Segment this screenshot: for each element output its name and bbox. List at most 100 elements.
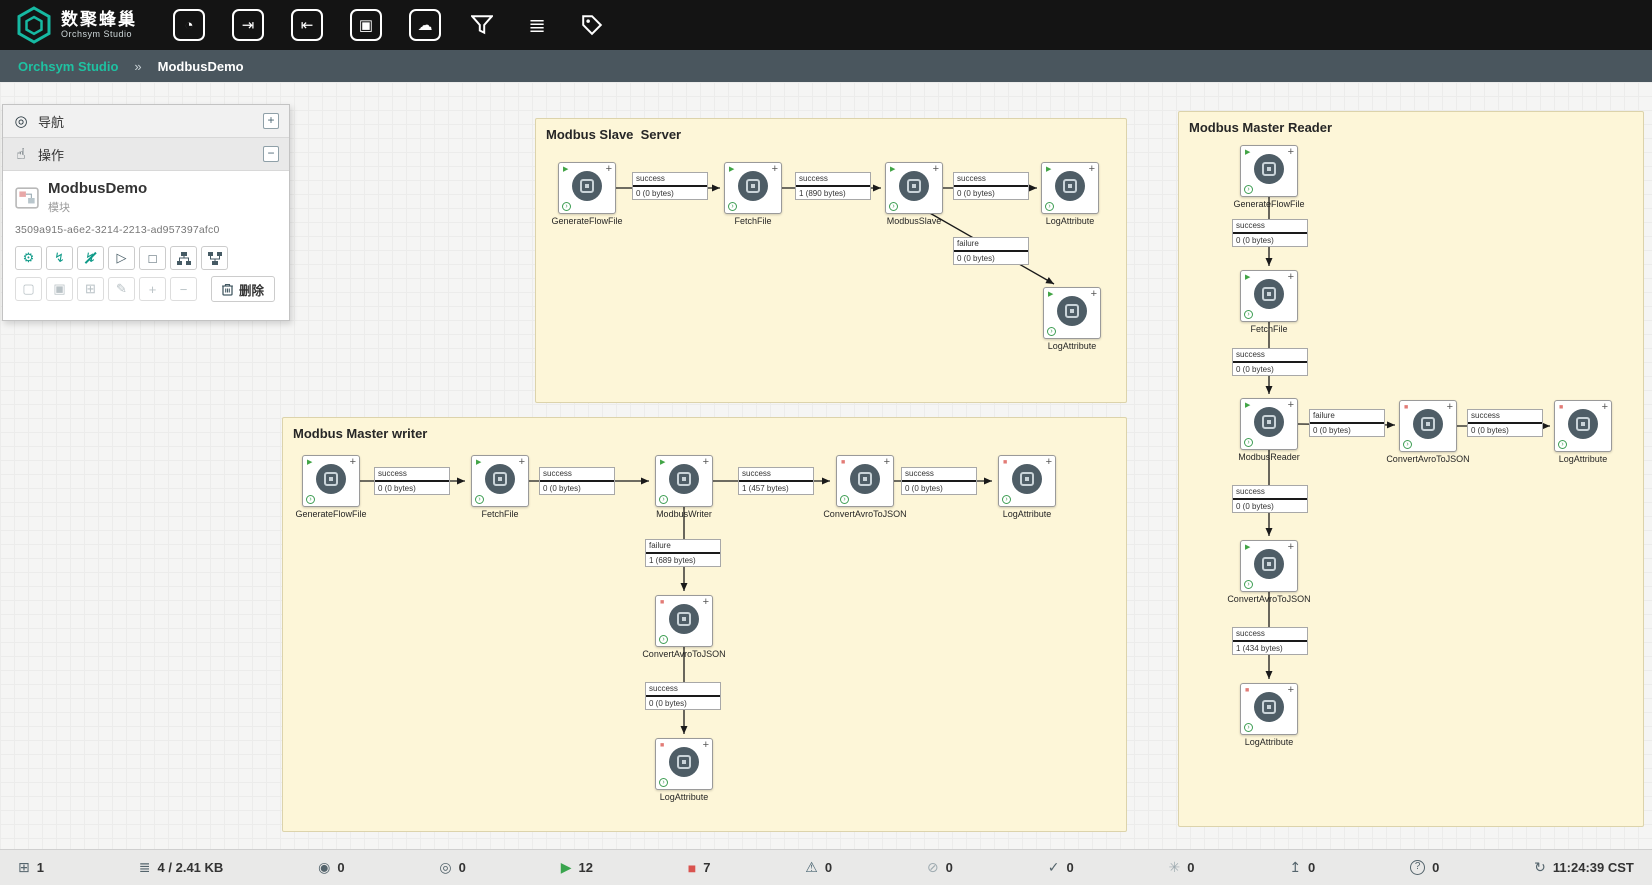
cloud-icon[interactable]: ☁	[409, 9, 441, 41]
disable-button[interactable]: ↯	[77, 246, 104, 270]
processor[interactable]: LogAttribute	[1538, 400, 1628, 464]
in-port-badge-icon	[840, 495, 849, 504]
connection-label[interactable]: failure 0 (0 bytes)	[1309, 409, 1385, 437]
queue-count: 0 (0 bytes)	[957, 254, 995, 263]
connection-label[interactable]: success 1 (890 bytes)	[795, 172, 871, 200]
processor-name: LogAttribute	[1244, 737, 1294, 747]
remove-button[interactable]: −	[170, 277, 197, 301]
connection-label[interactable]: success 1 (457 bytes)	[738, 467, 814, 495]
run-button[interactable]: ▷	[108, 246, 135, 270]
unschedule-button[interactable]	[201, 246, 228, 270]
processor-icon	[1568, 409, 1598, 439]
run-state-icon	[307, 459, 312, 466]
connection-label[interactable]: success 1 (434 bytes)	[1232, 627, 1308, 655]
gear-icon: ⚙	[22, 250, 35, 265]
up-arrow-icon: ↥	[1289, 859, 1302, 875]
relationship-name: success	[646, 683, 720, 697]
process-group-slave-server[interactable]: Modbus Slave Server	[535, 118, 1127, 403]
processor[interactable]: LogAttribute	[639, 738, 729, 802]
connection-label[interactable]: success 0 (0 bytes)	[1467, 409, 1543, 437]
processor[interactable]: GenerateFlowFile	[542, 162, 632, 226]
enable-button[interactable]: ↯	[46, 246, 73, 270]
in-port-badge-icon	[306, 495, 315, 504]
operate-section-header[interactable]: ☝ 操作 −	[3, 138, 289, 171]
schedule-button[interactable]	[170, 246, 197, 270]
processor-name: LogAttribute	[1558, 454, 1608, 464]
expand-icon[interactable]: +	[263, 113, 279, 129]
stat-running: ▶ 12	[561, 859, 593, 876]
processor-icon	[1254, 154, 1284, 184]
processor[interactable]: FetchFile	[708, 162, 798, 226]
module-name: ModbusDemo	[48, 180, 148, 197]
processor[interactable]: ConvertAvroToJSON	[1383, 400, 1473, 464]
connection-label[interactable]: success 0 (0 bytes)	[1232, 219, 1308, 247]
processor-name: FetchFile	[734, 216, 772, 226]
run-state-icon	[1245, 149, 1250, 156]
import-icon[interactable]: ⇥	[232, 9, 264, 41]
connection-label[interactable]: success 0 (0 bytes)	[632, 172, 708, 200]
processor[interactable]: ModbusWriter	[639, 455, 729, 519]
refresh-icon[interactable]: ↻	[1534, 859, 1546, 875]
processor[interactable]: ConvertAvroToJSON	[1224, 540, 1314, 604]
in-port-badge-icon	[1244, 185, 1253, 194]
export-icon[interactable]: ⇤	[291, 9, 323, 41]
connection-label[interactable]: success 0 (0 bytes)	[1232, 348, 1308, 376]
breadcrumb-root[interactable]: Orchsym Studio	[18, 58, 119, 74]
group-button[interactable]: ⊞	[77, 277, 104, 301]
processor[interactable]: LogAttribute	[1224, 683, 1314, 747]
connection-label[interactable]: success 0 (0 bytes)	[901, 467, 977, 495]
grid-icon: ⊞	[18, 859, 30, 875]
connection-label[interactable]: failure 0 (0 bytes)	[953, 237, 1029, 265]
processor-box	[1240, 398, 1298, 450]
template-icon[interactable]: ▣	[350, 9, 382, 41]
processor[interactable]: ConvertAvroToJSON	[639, 595, 729, 659]
module-type: 模块	[48, 202, 70, 214]
nav-section-header[interactable]: ◎ 导航 +	[3, 105, 289, 138]
settings-button[interactable]: ⚙	[15, 246, 42, 270]
copy-button[interactable]: ▢	[15, 277, 42, 301]
processor[interactable]: FetchFile	[1224, 270, 1314, 334]
processor-box	[1240, 145, 1298, 197]
template-glyph: ▣	[358, 17, 374, 34]
add-badge-icon	[1089, 163, 1095, 175]
connection-label[interactable]: success 0 (0 bytes)	[1232, 485, 1308, 513]
connection-label[interactable]: success 0 (0 bytes)	[374, 467, 450, 495]
processor[interactable]: ModbusSlave	[869, 162, 959, 226]
add-button[interactable]: +	[139, 277, 166, 301]
funnel-icon[interactable]	[468, 9, 496, 41]
connection-label[interactable]: failure 1 (689 bytes)	[645, 539, 721, 567]
processor[interactable]: LogAttribute	[982, 455, 1072, 519]
tag-icon[interactable]	[578, 9, 606, 41]
connection-label[interactable]: success 0 (0 bytes)	[539, 467, 615, 495]
stop-icon: □	[148, 250, 157, 266]
processor-box	[1240, 683, 1298, 735]
flow-config-icon[interactable]: ≣	[523, 9, 551, 41]
stat-value: 0	[1432, 860, 1440, 875]
processor-box	[998, 455, 1056, 507]
delete-button[interactable]: 删除	[211, 276, 276, 302]
processor[interactable]: FetchFile	[455, 455, 545, 519]
queue-count: 0 (0 bytes)	[1236, 365, 1274, 374]
processor[interactable]: GenerateFlowFile	[286, 455, 376, 519]
collapse-icon[interactable]: −	[263, 146, 279, 162]
processor[interactable]: ConvertAvroToJSON	[820, 455, 910, 519]
connection-label[interactable]: success 0 (0 bytes)	[953, 172, 1029, 200]
refresh-status[interactable]: ↻ 11:24:39 CST	[1534, 859, 1634, 876]
gauge-icon[interactable]: ◔	[173, 9, 205, 41]
processor[interactable]: LogAttribute	[1027, 287, 1117, 351]
processor[interactable]: LogAttribute	[1025, 162, 1115, 226]
module-row: ModbusDemo 模块	[15, 181, 277, 215]
edit-button[interactable]: ✎	[108, 277, 135, 301]
queue-count: 0 (0 bytes)	[1471, 426, 1509, 435]
paste-button[interactable]: ▣	[46, 277, 73, 301]
stat-active-threads: ⊞ 1	[18, 859, 44, 876]
stat-stopped: ■ 7	[688, 860, 711, 876]
process-group-title: Modbus Slave Server	[546, 127, 682, 142]
stat-locally-modified: ✳ 0	[1169, 859, 1195, 876]
stop-button[interactable]: □	[139, 246, 166, 270]
in-port-badge-icon	[659, 635, 668, 644]
brand-text: 数聚蜂巢 Orchsym Studio	[61, 11, 137, 40]
processor[interactable]: GenerateFlowFile	[1224, 145, 1314, 209]
connection-label[interactable]: success 0 (0 bytes)	[645, 682, 721, 710]
processor[interactable]: ModbusReader	[1224, 398, 1314, 462]
